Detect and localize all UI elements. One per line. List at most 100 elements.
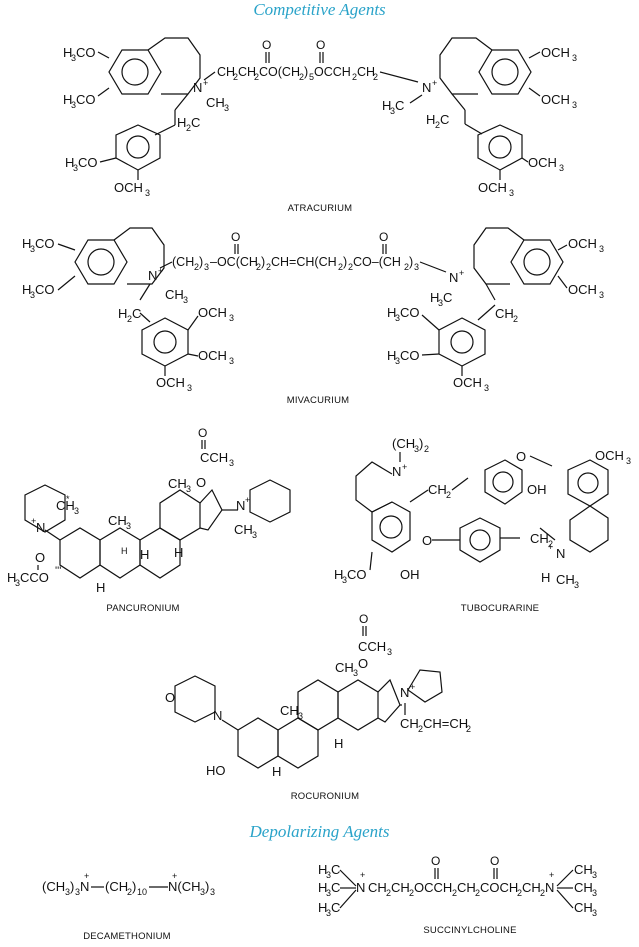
svg-text:3: 3 <box>74 506 79 516</box>
svg-text:2: 2 <box>127 887 132 897</box>
svg-text:CO: CO <box>35 236 55 251</box>
svg-text:CO: CO <box>76 92 96 107</box>
svg-text:2: 2 <box>409 888 414 898</box>
svg-text:CH: CH <box>530 531 549 546</box>
svg-text:O: O <box>358 656 368 671</box>
svg-text:C: C <box>331 900 340 915</box>
svg-text:CH: CH <box>108 513 127 528</box>
svg-text:2: 2 <box>256 262 261 272</box>
svg-text:+: + <box>172 871 177 881</box>
svg-text:3: 3 <box>592 908 597 918</box>
svg-text:+: + <box>548 542 553 552</box>
svg-text:N: N <box>422 80 431 95</box>
svg-text:3: 3 <box>229 356 234 366</box>
svg-text:CH: CH <box>391 880 410 895</box>
svg-text:+: + <box>360 870 365 880</box>
svg-text:2: 2 <box>435 120 440 130</box>
svg-text:): ) <box>261 255 265 269</box>
svg-text:+: + <box>84 871 89 881</box>
label-tubocurarine: TUBOCURARINE <box>460 603 540 614</box>
svg-text:2: 2 <box>194 262 199 272</box>
svg-text:3: 3 <box>342 575 347 585</box>
svg-text:3: 3 <box>252 530 257 540</box>
svg-text:O: O <box>316 38 325 52</box>
svg-text:3: 3 <box>395 356 400 366</box>
svg-text:2: 2 <box>517 888 522 898</box>
svg-text:CH=CH: CH=CH <box>423 716 468 731</box>
svg-text:OCH: OCH <box>198 305 227 320</box>
svg-text:+: + <box>410 682 415 692</box>
svg-text:H: H <box>334 736 343 751</box>
svg-text:O: O <box>231 230 240 244</box>
svg-text:CH: CH <box>335 660 354 675</box>
svg-text:CH: CH <box>280 703 299 718</box>
svg-text:N: N <box>36 520 45 535</box>
label-rocuronium: ROCURONIUM <box>290 791 360 802</box>
svg-text:CO: CO <box>400 305 420 320</box>
svg-text:H: H <box>541 570 550 585</box>
svg-text:N: N <box>556 546 565 561</box>
svg-text:CH: CH <box>165 287 184 302</box>
svg-text:2: 2 <box>424 444 429 454</box>
svg-text:OCH: OCH <box>568 236 597 251</box>
svg-text:CCH: CCH <box>200 450 228 465</box>
svg-text:O: O <box>196 475 206 490</box>
svg-text:OCH: OCH <box>541 92 570 107</box>
svg-text:CH: CH <box>56 498 75 513</box>
svg-text:2: 2 <box>418 724 423 734</box>
svg-text:2: 2 <box>548 539 553 549</box>
svg-text:3: 3 <box>559 163 564 173</box>
svg-text:CH: CH <box>428 482 447 497</box>
svg-text:3: 3 <box>15 578 20 588</box>
svg-text:): ) <box>419 436 423 451</box>
svg-text:CH: CH <box>574 862 593 877</box>
svg-text:H: H <box>334 567 343 582</box>
svg-text:2: 2 <box>475 888 480 898</box>
svg-text:3: 3 <box>183 295 188 305</box>
svg-text:C: C <box>395 98 404 113</box>
svg-text:): ) <box>343 255 347 269</box>
svg-text:2: 2 <box>452 888 457 898</box>
svg-text:3: 3 <box>229 313 234 323</box>
svg-text:CH=CH(CH: CH=CH(CH <box>271 255 337 269</box>
svg-text:+: + <box>158 266 163 276</box>
svg-text:(CH: (CH <box>42 879 65 894</box>
svg-text:(CH: (CH <box>392 436 415 451</box>
svg-text:3: 3 <box>626 456 631 466</box>
svg-text:3: 3 <box>200 887 205 897</box>
svg-text:H: H <box>63 45 72 60</box>
svg-text:3: 3 <box>484 383 489 393</box>
svg-text:C: C <box>132 306 141 321</box>
svg-text:3: 3 <box>187 383 192 393</box>
section-title-depolarizing: Depolarizing Agents <box>249 822 390 841</box>
svg-text:3: 3 <box>30 244 35 254</box>
svg-text:3: 3 <box>438 298 443 308</box>
svg-text:(CH: (CH <box>105 879 128 894</box>
svg-text:3: 3 <box>186 484 191 494</box>
svg-text:): ) <box>70 879 74 894</box>
svg-text:C: C <box>440 112 449 127</box>
svg-text:3: 3 <box>390 106 395 116</box>
svg-text:C: C <box>443 290 452 305</box>
svg-text:3: 3 <box>414 262 419 272</box>
svg-text:CH: CH <box>357 65 375 79</box>
svg-text:CH: CH <box>238 65 256 79</box>
svg-text:OCCH: OCCH <box>414 880 452 895</box>
svg-text:5: 5 <box>309 72 314 82</box>
svg-text:2: 2 <box>254 72 259 82</box>
svg-text:N: N <box>148 268 157 283</box>
svg-text:3: 3 <box>126 521 131 531</box>
svg-text:CH: CH <box>168 476 187 491</box>
svg-text:CH: CH <box>522 880 541 895</box>
svg-text:H: H <box>121 546 128 556</box>
svg-text:2: 2 <box>127 314 132 324</box>
svg-text:10: 10 <box>137 887 147 897</box>
svg-text:3: 3 <box>71 53 76 63</box>
svg-text:O: O <box>490 854 499 868</box>
svg-text:O: O <box>35 550 45 565</box>
svg-text:2: 2 <box>299 72 304 82</box>
svg-text:2: 2 <box>446 490 451 500</box>
